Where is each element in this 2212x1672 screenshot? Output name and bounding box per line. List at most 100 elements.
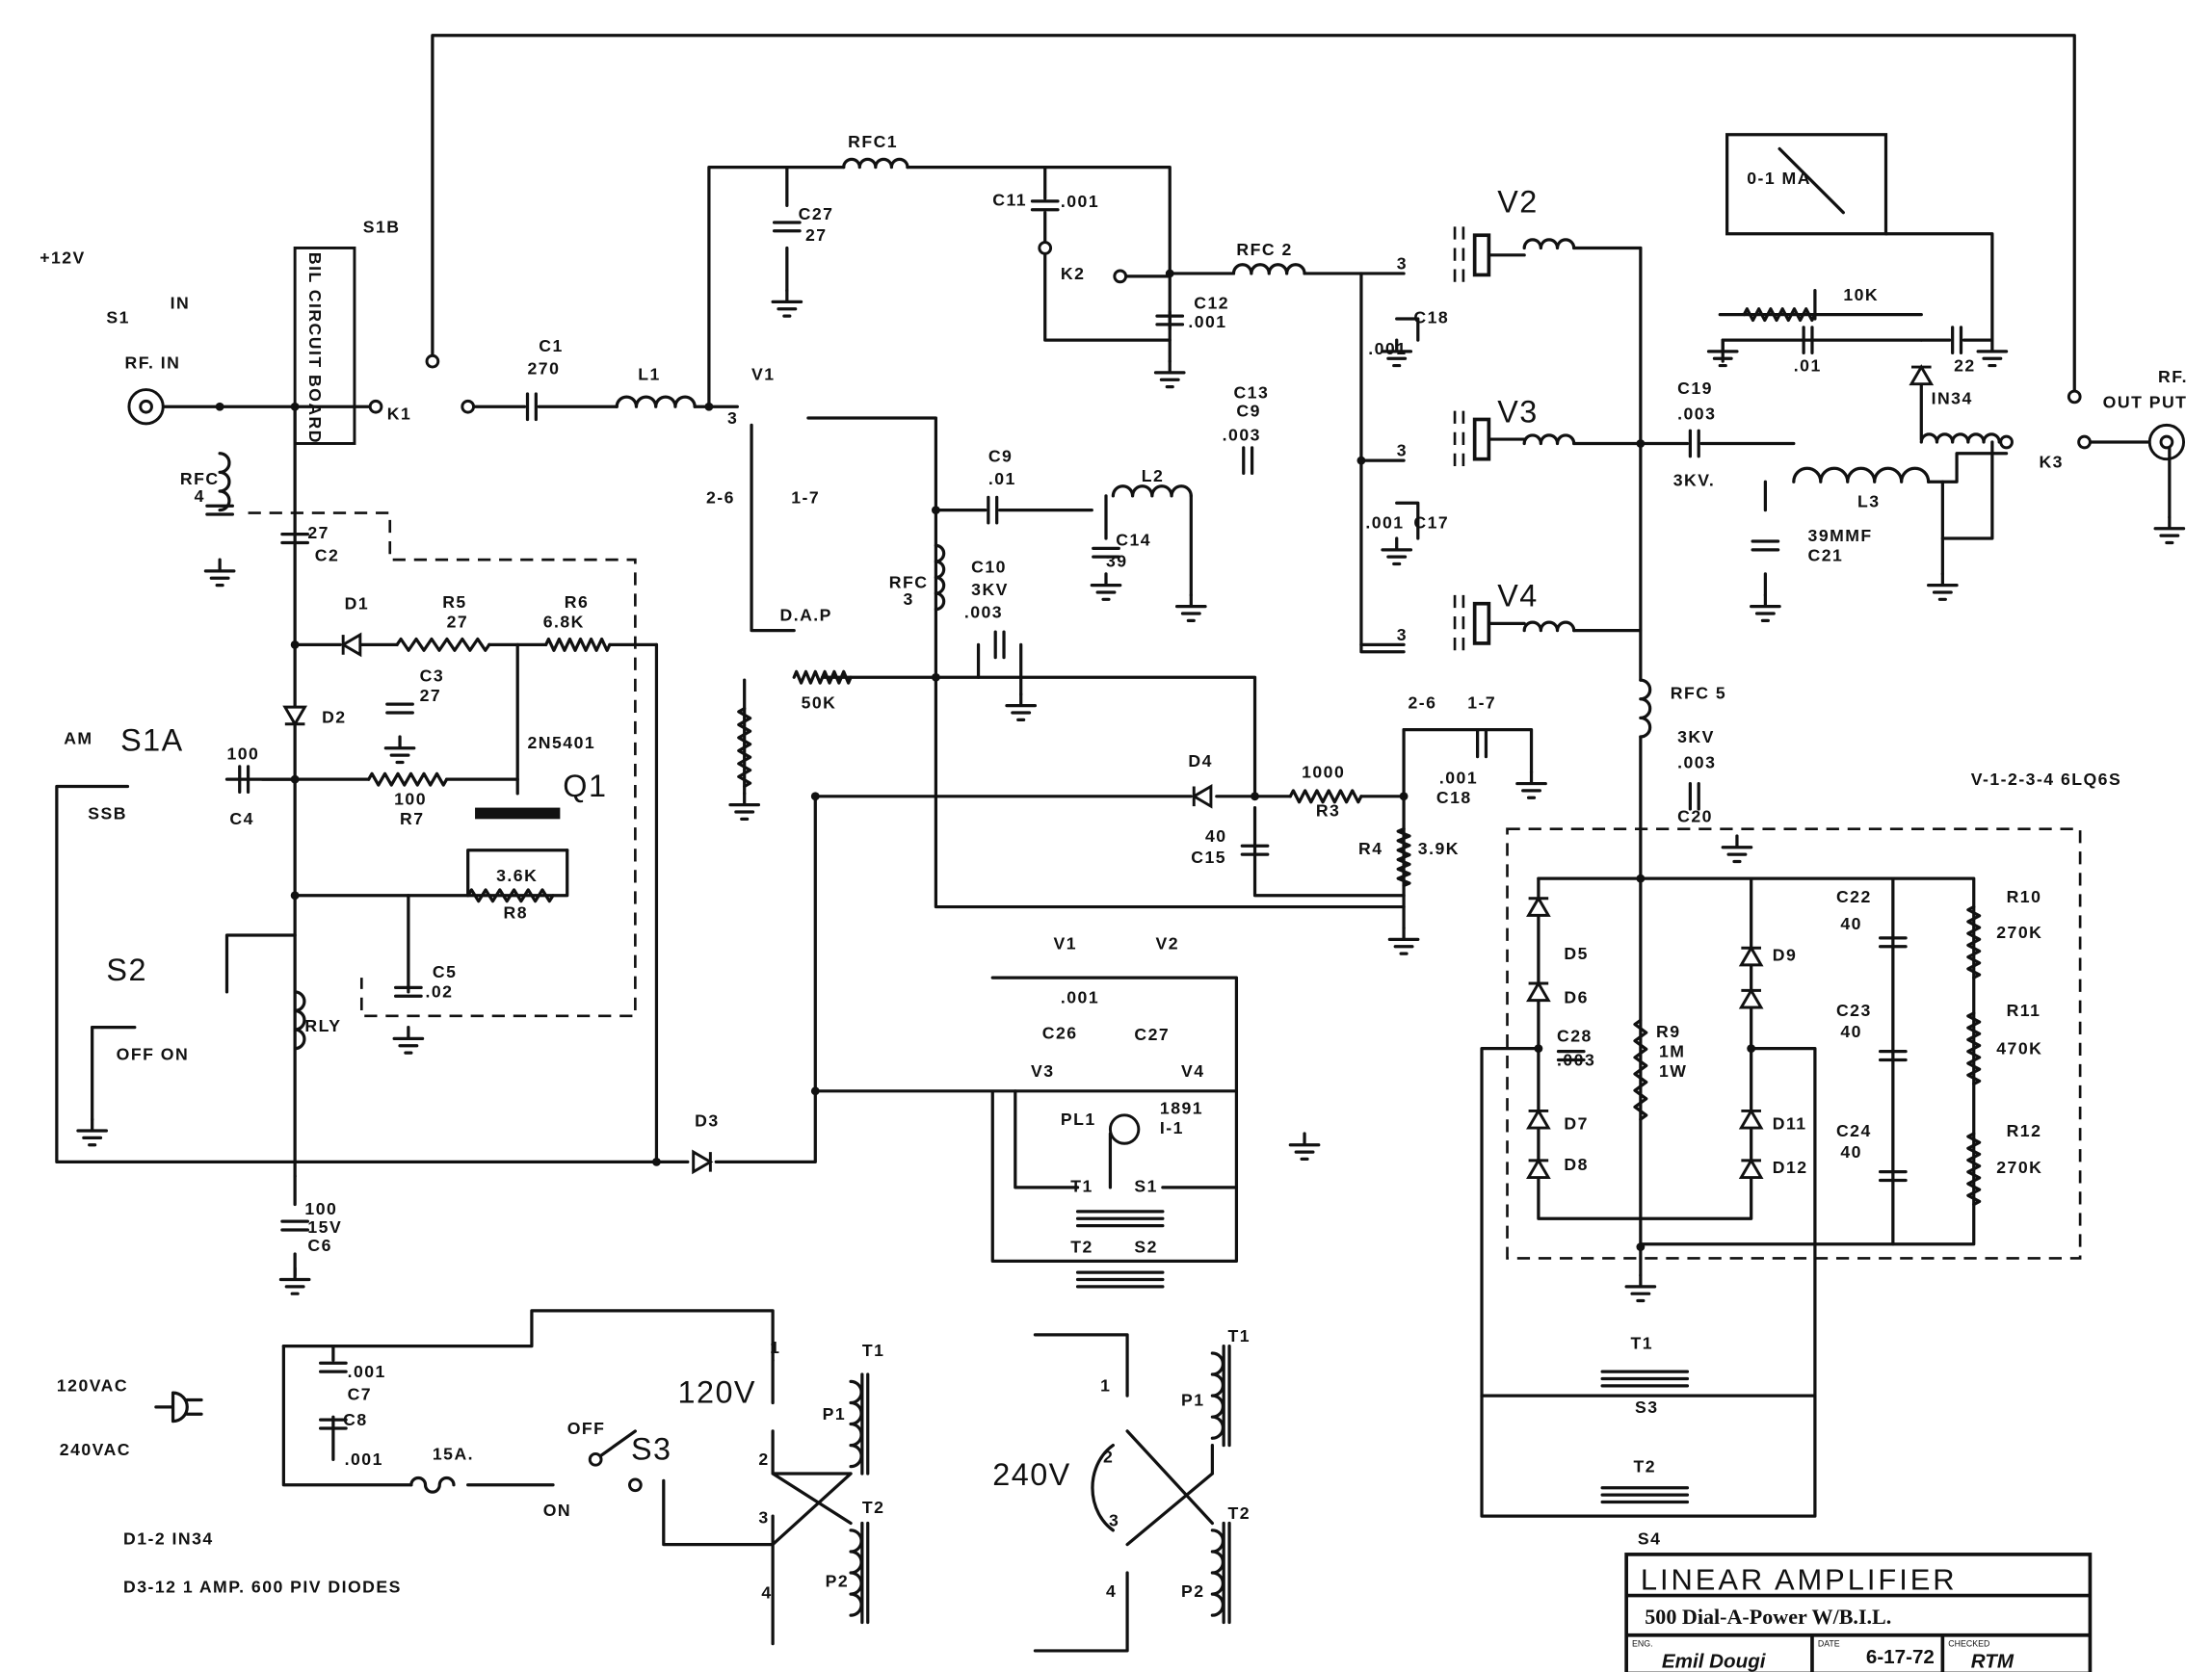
label-d7: D7 — [1564, 1114, 1589, 1134]
note-tubes: V-1-2-3-4 6LQ6S — [1971, 770, 2121, 789]
label-c11: C11 — [992, 190, 1027, 209]
label-rfc5: RFC 5 — [1671, 683, 1726, 702]
resistor — [466, 888, 555, 903]
label-r11v: 470K — [1996, 1039, 2042, 1058]
date-label: DATE — [1818, 1639, 1840, 1649]
capacitor — [525, 392, 538, 422]
capacitor — [394, 985, 423, 998]
inductor — [1210, 1351, 1224, 1440]
wire — [813, 1089, 1239, 1263]
label-ap1: P1 — [823, 1404, 847, 1424]
label-c10v: .003 — [964, 602, 1003, 621]
label-c5v: .02 — [426, 982, 454, 1002]
label-c3v: 27 — [420, 686, 442, 705]
label-c17: C17 — [1413, 513, 1449, 533]
wire — [1395, 317, 1420, 342]
label-rfc2: RFC 2 — [1236, 240, 1292, 259]
label-c28: C28 — [1557, 1026, 1593, 1045]
label-rf-in: RF. IN — [125, 353, 181, 373]
label-c20: C20 — [1677, 806, 1713, 825]
label-dap: D.A.P — [779, 605, 831, 624]
label-rf-out2: OUT PUT — [2103, 393, 2188, 412]
capacitor — [1878, 1170, 1908, 1183]
label-c6kv: 15V — [307, 1217, 342, 1237]
label-b3: 3 — [1109, 1510, 1119, 1529]
resistor — [1966, 904, 1982, 980]
label-c2v: 27 — [307, 523, 329, 542]
label-pl1: PL1 — [1061, 1110, 1096, 1129]
wire — [431, 34, 2076, 396]
components — [76, 133, 2186, 1625]
wire — [466, 849, 569, 898]
label-c18a: C18 — [1413, 307, 1449, 327]
label-at2: T2 — [862, 1498, 885, 1517]
label-at1: T1 — [862, 1341, 885, 1360]
label-k3: K3 — [2039, 452, 2064, 471]
fuse — [409, 1476, 456, 1494]
resistor — [1966, 1011, 1982, 1086]
label-rfc3a: RFC — [889, 573, 929, 592]
resistor — [1396, 827, 1411, 888]
label-in: IN — [171, 294, 191, 313]
label-c24: C24 — [1836, 1121, 1872, 1140]
label-c8v: .001 — [345, 1450, 383, 1469]
inductor — [1111, 484, 1193, 498]
label-l3: L3 — [1857, 492, 1881, 511]
label-c9v: .01 — [988, 469, 1016, 488]
diode — [1526, 895, 1551, 917]
junction-dot — [810, 1086, 820, 1096]
resistor — [1633, 1018, 1648, 1121]
label-c27h: C27 — [1134, 1025, 1170, 1044]
eng-label: ENG. — [1632, 1639, 1653, 1649]
label-a3: 3 — [758, 1508, 769, 1528]
transformer-core — [1600, 1486, 1690, 1504]
label-c13: C13 — [1233, 382, 1269, 402]
label-c22: C22 — [1836, 887, 1872, 906]
diode — [1909, 364, 1935, 386]
label-v2: V2 — [1497, 185, 1539, 220]
resistor — [544, 637, 612, 652]
label-bt1: T1 — [1228, 1326, 1251, 1345]
label-plus12v: +12V — [40, 248, 86, 268]
inductor — [1210, 1528, 1224, 1617]
ground-symbol — [1381, 338, 1413, 368]
transformer-core — [1600, 1370, 1690, 1388]
label-c22pf: 22 — [1954, 355, 1976, 375]
resistor — [367, 771, 449, 787]
resistor — [1966, 1132, 1982, 1207]
label-c8: C8 — [343, 1410, 368, 1429]
drawing-subtitle: 500 Dial-A-Power W/B.I.L. — [1645, 1605, 1891, 1629]
terminal — [1113, 269, 1128, 284]
inductor — [1522, 238, 1576, 250]
ground-symbol — [1624, 1273, 1657, 1303]
capacitor — [1155, 314, 1185, 327]
label-c15: C15 — [1191, 848, 1226, 867]
label-bp1: P1 — [1181, 1390, 1205, 1409]
label-c10kv: 3KV — [971, 580, 1009, 599]
ground-symbol — [1721, 834, 1753, 864]
label-c19: C19 — [1677, 379, 1713, 398]
label-d1: D1 — [345, 594, 370, 614]
junction-dot — [652, 1157, 661, 1166]
label-c9: C9 — [988, 447, 1014, 466]
label-c23: C23 — [1836, 1001, 1872, 1020]
label-ssb: SSB — [88, 803, 127, 823]
bil-circuit-board — [293, 246, 356, 445]
label-s1a: S1A — [120, 723, 184, 758]
wire — [1359, 272, 1406, 654]
wire — [1639, 876, 1976, 1246]
inductor — [1522, 620, 1576, 633]
ground-symbol — [278, 1267, 311, 1295]
ground-symbol — [1976, 338, 2009, 368]
title-block: LINEAR AMPLIFIER 500 Dial-A-Power W/B.I.… — [1624, 1553, 2093, 1672]
label-d12: D12 — [1773, 1158, 1808, 1177]
junction-dot — [704, 402, 714, 411]
junction-dot — [931, 506, 940, 515]
label-c13v: .003 — [1223, 426, 1261, 445]
junction-dot — [290, 891, 300, 901]
wire — [281, 1309, 775, 1362]
label-c12: C12 — [1194, 294, 1229, 313]
capacitor — [280, 1219, 309, 1232]
label-pin3b: 3 — [1397, 441, 1408, 460]
